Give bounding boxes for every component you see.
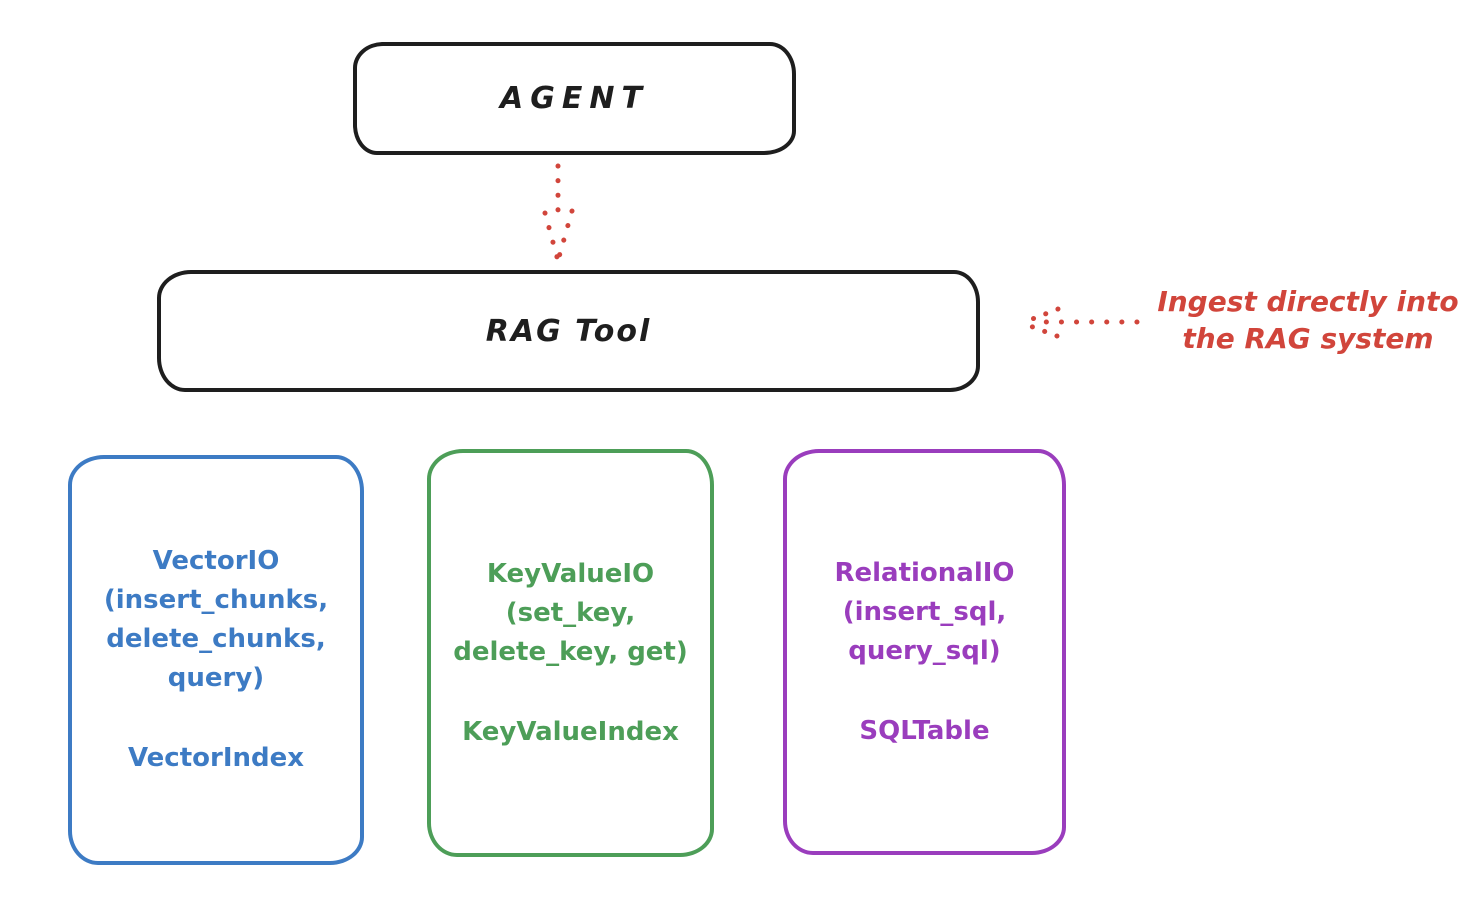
backend-index-label: KeyValueIndex — [462, 716, 679, 747]
backend-method-line: query) — [167, 663, 265, 693]
ingest-annotation-arrow-icon — [1019, 306, 1140, 339]
backend-title-line: VectorIO — [152, 546, 280, 576]
backend-method-line: query_sql) — [848, 635, 1001, 666]
rag-tool-node-label: RAG Tool — [485, 313, 652, 349]
keyvalue-io-node-text: KeyValueIO (set_key, delete_key, get) Ke… — [453, 555, 688, 752]
agent-node: AGENT — [353, 42, 796, 155]
backend-method-line: (insert_chunks, — [103, 585, 329, 615]
vector-io-node-text: VectorIO (insert_chunks, delete_chunks, … — [104, 542, 328, 778]
backend-title-line: RelationalIO — [834, 557, 1015, 588]
rag-tool-node: RAG Tool — [157, 270, 980, 392]
backend-index-label: SQLTable — [859, 715, 990, 746]
ingest-annotation-line1: Ingest directly into — [1157, 285, 1459, 318]
backend-method-line: (insert_sql, — [842, 596, 1007, 627]
agent-node-label: AGENT — [500, 81, 649, 116]
backend-method-line: delete_key, get) — [453, 636, 688, 667]
keyvalue-io-node: KeyValueIO (set_key, delete_key, get) Ke… — [427, 449, 714, 857]
backend-title-line: KeyValueIO — [486, 558, 655, 589]
agent-to-ragtool-arrow-icon — [542, 163, 575, 260]
backend-index-label: VectorIndex — [127, 743, 305, 773]
ingest-annotation-line2: the RAG system — [1182, 322, 1434, 355]
backend-method-line: delete_chunks, — [106, 624, 326, 654]
relational-io-node: RelationalIO (insert_sql, query_sql) SQL… — [783, 449, 1066, 855]
vector-io-node: VectorIO (insert_chunks, delete_chunks, … — [68, 455, 364, 865]
ingest-annotation: Ingest directly into the RAG system — [1140, 283, 1476, 357]
relational-io-node-text: RelationalIO (insert_sql, query_sql) SQL… — [834, 554, 1014, 751]
backend-method-line: (set_key, — [505, 597, 636, 628]
